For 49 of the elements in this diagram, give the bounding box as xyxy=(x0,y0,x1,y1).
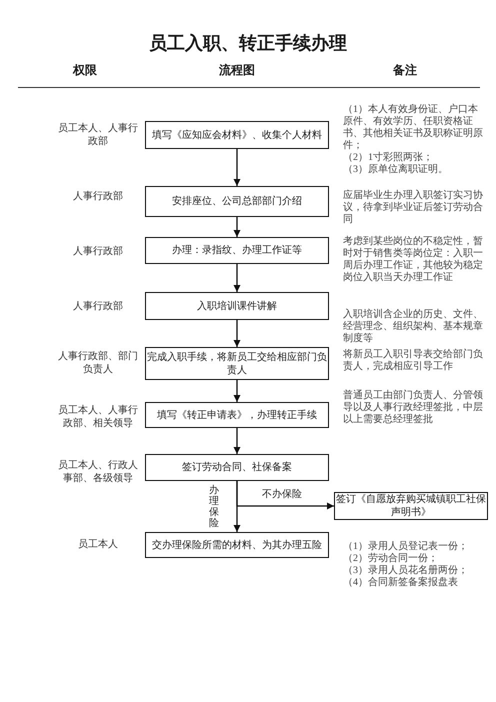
process-box xyxy=(145,292,329,320)
process-box xyxy=(145,121,329,149)
arrow xyxy=(234,380,240,402)
role-text: 员工本人、行政人事部、各级领导 xyxy=(57,459,139,485)
note-text: 普通员工由部门负责人、分管领导以及人事行政经理签批，中层以上需要总经理签批 xyxy=(343,390,484,426)
column-header: 权限 xyxy=(73,62,97,79)
note-text: （3）原单位离职证明。 xyxy=(343,164,449,176)
note-text: （3）录用人员花名册两份； xyxy=(343,565,469,576)
process-box xyxy=(145,186,329,217)
role-text: 员工本人 xyxy=(78,538,118,551)
arrow xyxy=(234,428,240,454)
edge-label: 办理保险 xyxy=(209,485,219,529)
note-text: （1）录用人员登记表一份； xyxy=(343,541,469,552)
role-text: 员工本人、人事行政部、相关领导 xyxy=(57,404,139,430)
note-text: 应届毕业生办理入职签订实习协议，待拿到毕业证后签订劳动合同 xyxy=(343,190,484,226)
note-text: （4）合同新签备案报盘表 xyxy=(343,577,459,589)
arrow xyxy=(236,481,334,510)
role-text: 员工本人、人事行政部 xyxy=(57,122,139,148)
step-text: 入职培训课件讲解 xyxy=(196,300,278,312)
step-text: 安排座位、公司总部部门介绍 xyxy=(171,195,303,208)
process-box xyxy=(145,454,329,481)
step-text: 交办理保险所需的材料、为其办理五险 xyxy=(151,538,323,552)
arrow xyxy=(234,320,240,347)
role-text: 人事行政部、部门负责人 xyxy=(57,350,139,376)
step-text: 办理：录指纹、办理工作证等 xyxy=(171,244,303,257)
note-text: （1）本人有效身份证、户口本原件、有效学历、任职资格证书、其他相关证书及职称证明原件； xyxy=(343,104,484,152)
role-text: 人事行政部 xyxy=(73,300,123,313)
note-text: 入职培训含企业的历史、文件、经营理念、组织架构、基本规章制度等 xyxy=(343,309,484,345)
arrow xyxy=(234,149,240,186)
note-text: 考虑到某些岗位的不稳定性，暂时对于销售类等岗位定：入职一周后办理工作证，其他较为稳定岗位入职当天办理工作证 xyxy=(343,236,484,284)
process-box xyxy=(145,237,329,264)
step-text: 签订劳动合同、社保备案 xyxy=(181,461,293,474)
edge-label: 不办保险 xyxy=(262,489,302,501)
process-box xyxy=(145,532,329,558)
step-text: 签订《自愿放弃购买城镇职工社保声明书》 xyxy=(335,493,487,519)
step-text: 填写《应知应会材料》、收集个人材料 xyxy=(151,128,323,142)
column-header: 备注 xyxy=(393,62,417,79)
note-text: （2）1寸彩照两张； xyxy=(343,152,434,164)
step-text: 完成入职手续，将新员工交给相应部门负责人 xyxy=(146,350,328,376)
note-text: 将新员工入职引导表交给部门负责人，完成相应引导工作 xyxy=(343,349,484,373)
process-box xyxy=(145,402,329,428)
note-text: （2）劳动合同一份； xyxy=(343,553,439,564)
step-text: 填写《转正申请表》，办理转正手续 xyxy=(156,408,318,422)
arrow xyxy=(234,264,240,292)
title: 员工入职、转正手续办理 xyxy=(149,32,347,55)
column-header: 流程图 xyxy=(219,62,255,79)
role-text: 人事行政部 xyxy=(73,190,123,203)
arrow xyxy=(234,217,240,237)
role-text: 人事行政部 xyxy=(73,245,123,258)
